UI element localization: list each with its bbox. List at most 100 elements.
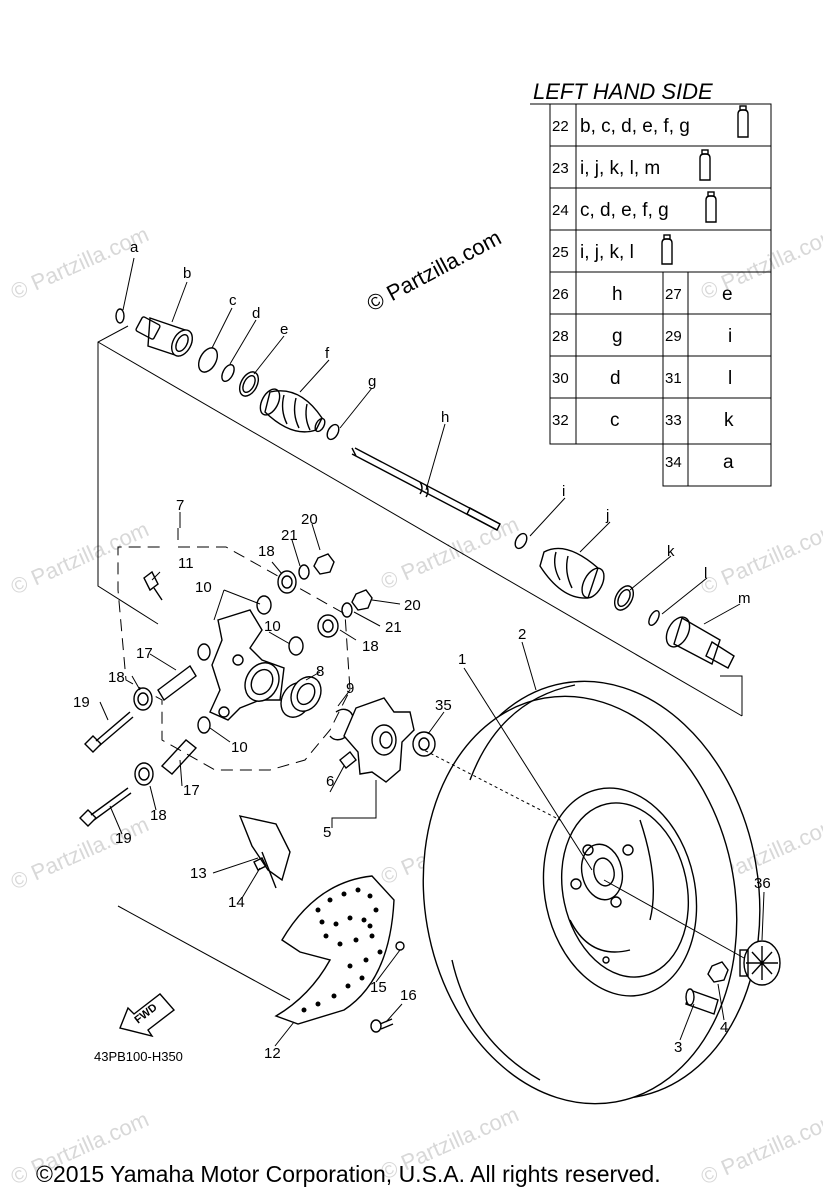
- callout-label: 12: [264, 1045, 281, 1062]
- callout-label: c: [229, 292, 237, 309]
- callout-label: h: [441, 409, 449, 426]
- callout-label: a: [130, 239, 139, 256]
- watermark: © Partzilla.com: [7, 516, 153, 599]
- callout-label: 18: [108, 669, 125, 686]
- callout-label: 9: [346, 680, 354, 697]
- callout-label: 19: [73, 694, 90, 711]
- watermark: © Partzilla.com: [697, 1106, 823, 1189]
- table-row-value: b, c, d, e, f, g: [580, 116, 690, 137]
- band-e: [238, 371, 260, 397]
- brand-label: © Partzilla.com: [363, 225, 506, 317]
- nut-35: [412, 731, 436, 757]
- pin-14: [253, 857, 267, 871]
- callout-label: 1: [458, 651, 466, 668]
- callout-label: 20: [404, 597, 421, 614]
- callout-label: m: [738, 590, 751, 607]
- callout-labels: a b c d e f g h i j k l m 7 20 21 18 11 …: [73, 239, 771, 1062]
- nut-20: [351, 589, 373, 611]
- callout-label: 10: [195, 579, 212, 596]
- nut-4: [707, 961, 729, 983]
- watermark: © Partzilla.com: [7, 221, 153, 304]
- watermark: © Partzilla.com: [7, 811, 153, 894]
- watermark: © Partzilla.com: [697, 221, 823, 304]
- table-row-value: i: [728, 326, 732, 347]
- callout-label: g: [368, 373, 376, 390]
- table-row-num: 34: [665, 454, 682, 471]
- valve-3: [685, 988, 719, 1015]
- seal-18: [277, 570, 297, 594]
- clamp-l: [648, 609, 660, 627]
- seal-18: [133, 687, 153, 711]
- table-row-num: 25: [552, 244, 569, 261]
- callout-label: 21: [281, 527, 298, 544]
- callout-label: 13: [190, 865, 207, 882]
- callout-label: 10: [264, 618, 281, 635]
- table-row-value: e: [722, 284, 733, 305]
- callout-label: 3: [674, 1039, 682, 1056]
- callout-label: 7: [176, 497, 184, 514]
- bolt-19: [79, 787, 132, 827]
- table-row-value: h: [612, 284, 623, 305]
- callout-label: 6: [326, 773, 334, 790]
- table-row-num: 28: [552, 328, 569, 345]
- callout-label: 17: [183, 782, 200, 799]
- callout-label: i: [562, 483, 565, 500]
- callout-label: f: [325, 345, 330, 362]
- callout-label: 16: [400, 987, 417, 1004]
- knuckle-assembly: [117, 528, 373, 771]
- table-title: LEFT HAND SIDE: [533, 79, 713, 104]
- boot-j: [539, 547, 605, 599]
- table-row-value: d: [610, 368, 621, 389]
- table-row-num: 24: [552, 202, 569, 219]
- table-row-num: 30: [552, 370, 569, 387]
- watermark: © Partzilla.com: [697, 516, 823, 599]
- table-row-num: 29: [665, 328, 682, 345]
- callout-label: 18: [258, 543, 275, 560]
- callout-label: 21: [385, 619, 402, 636]
- left-hand-side-table: LEFT HAND SIDE 22 b, c, d, e, f, g 23 i,…: [530, 79, 772, 487]
- table-row-value: c, d, e, f, g: [580, 200, 669, 221]
- screw-15: [395, 941, 405, 951]
- bearing-8: [280, 676, 322, 718]
- screw-16: [370, 1018, 394, 1033]
- callout-label: 10: [231, 739, 248, 756]
- callout-label: j: [605, 507, 609, 524]
- grease-tube-icon: [699, 149, 711, 181]
- cv-joint-m: [665, 616, 735, 669]
- arm-hardware: [79, 664, 198, 827]
- callout-label: e: [280, 321, 288, 338]
- callout-label: 2: [518, 626, 526, 643]
- cv-joint-b: [135, 316, 194, 357]
- callout-label: k: [667, 543, 675, 560]
- callout-label: 14: [228, 894, 245, 911]
- callout-label: d: [252, 305, 260, 322]
- seal-18: [134, 762, 154, 786]
- knuckle: [209, 609, 285, 721]
- table-row-num: 33: [665, 412, 682, 429]
- brake-shields: [238, 815, 405, 1033]
- bushing-10: [197, 716, 211, 734]
- clamp-d: [221, 364, 235, 382]
- washer-21: [341, 602, 353, 618]
- callout-label: 18: [150, 807, 167, 824]
- nut-20: [313, 553, 335, 575]
- table-row-num: 32: [552, 412, 569, 429]
- grease-tube-icon: [661, 234, 673, 265]
- table-row-num: 22: [552, 118, 569, 135]
- table-row-num: 27: [665, 286, 682, 303]
- grease-tube-icon: [737, 105, 749, 138]
- collar-17: [160, 739, 198, 775]
- table-row-value: c: [610, 410, 620, 431]
- callout-label: b: [183, 265, 191, 282]
- seal-18: [317, 614, 339, 638]
- grease-nipple-11: [143, 570, 163, 601]
- table-row-value: g: [612, 326, 623, 347]
- table-row-value: l: [728, 368, 732, 389]
- guard-13: [238, 815, 291, 889]
- wheel-hardware: [685, 940, 781, 1015]
- bushing-10: [256, 595, 272, 615]
- callout-label: 20: [301, 511, 318, 528]
- circlip-i: [514, 532, 528, 550]
- copyright-notice: ©2015 Yamaha Motor Corporation, U.S.A. A…: [36, 1161, 661, 1187]
